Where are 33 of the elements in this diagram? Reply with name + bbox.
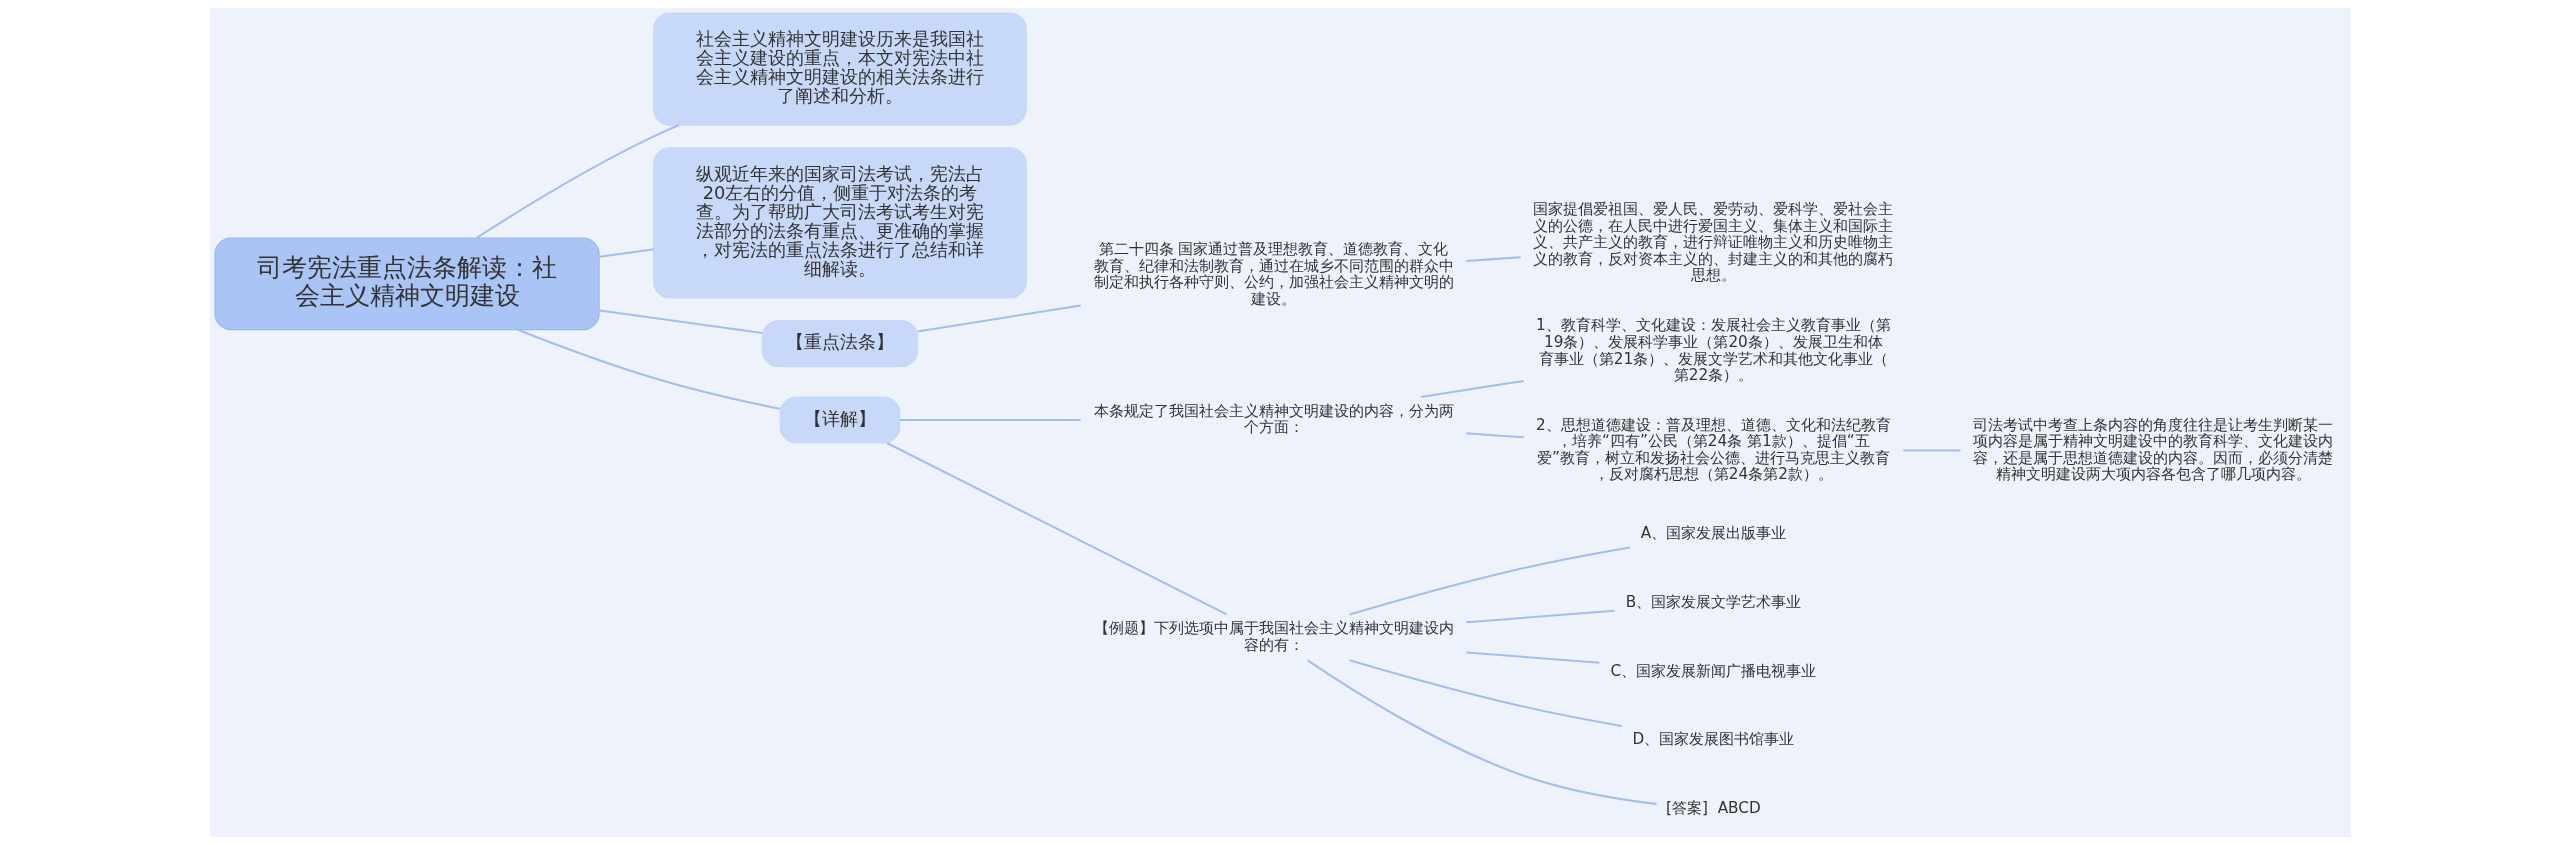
- connector: [1306, 659, 1657, 805]
- node-text: [答案] ABCD: [1665, 798, 1761, 817]
- connector: [516, 328, 780, 410]
- node-text: B、国家发展文学艺术事业: [1625, 592, 1801, 611]
- connector: [1465, 256, 1521, 263]
- node-text: 第二十四条 国家通过普及理想教育、道德教育、文化教育、纪律和法制教育，通过在城乡不同范围的群众中制定和执行各种守则、公约，加强社会主义精神文明的建设。: [1093, 240, 1454, 308]
- node-box: 【重点法条】: [761, 320, 918, 368]
- node-text: 2、思想道德建设：普及理想、道德、文化和法纪教育，培养“四有”公民（第24条 第1款）、提倡“五爱”教育，树立和发扬社会公德、进行马克思主义教育，反对腐朽思想（第24条第2款）。: [1535, 415, 1891, 484]
- node-text: 本条规定了我国社会主义精神文明建设的内容，分为两个方面：: [1093, 401, 1454, 437]
- connector: [1348, 546, 1630, 616]
- node-box: 【详解】: [779, 396, 900, 444]
- node-text: C、国家发展新闻广播电视事业: [1610, 661, 1816, 680]
- connector: [1420, 379, 1524, 398]
- connector: [1348, 659, 1622, 727]
- connector: [598, 309, 762, 335]
- connector: [1465, 432, 1524, 439]
- node-box: 社会主义精神文明建设历来是我国社会主义建设的重点，本文对宪法中社会主义精神文明建设的相关法条进行了阐述和分析。: [652, 12, 1027, 126]
- node-text: 司法考试中考查上条内容的角度往往是让考生判断某一项内容是属于精神文明建设中的教育科学、文化建设内容，还是属于思想道德建设的内容。因而，必须分清楚精神文明建设两大项内容各包含了哪几项内容。: [1972, 415, 2333, 484]
- node-text: 1、教育科学、文化建设：发展社会主义教育事业（第19条）、发展科学事业（第20条）、发展卫生和体育事业（第21条）、发展文学艺术和其他文化事业（第22条）。: [1535, 316, 1891, 385]
- connector: [1465, 651, 1600, 664]
- connector: [1902, 449, 1961, 452]
- connector: [598, 248, 654, 258]
- connector: [886, 442, 1227, 616]
- node-text: 【例题】下列选项中属于我国社会主义精神文明建设内容的有：: [1093, 619, 1454, 654]
- connector: [1465, 609, 1615, 624]
- node-text: A、国家发展出版事业: [1640, 524, 1786, 543]
- node-text: 国家提倡爱祖国、爱人民、爱劳动、爱科学、爱社会主义的公德，在人民中进行爱国主义、集体主义和国际主义、共产主义的教育，进行辩证唯物主义和历史唯物主义的教育，反对资本主义的、封建主义的和其他的腐朽思想。: [1532, 200, 1893, 285]
- node-box: 纵观近年来的国家司法考试，宪法占20左右的分值，侧重于对法条的考查。为了帮助广大司法考试考生对宪法部分的法条有重点、更准确的掌握，对宪法的重点法条进行了总结和详细解读。: [652, 147, 1027, 299]
- connector: [475, 124, 679, 239]
- connector: [917, 304, 1081, 333]
- node-box: 司考宪法重点法条解读：社会主义精神文明建设: [213, 237, 600, 331]
- node-text: D、国家发展图书馆事业: [1632, 730, 1794, 749]
- connector: [899, 418, 1081, 421]
